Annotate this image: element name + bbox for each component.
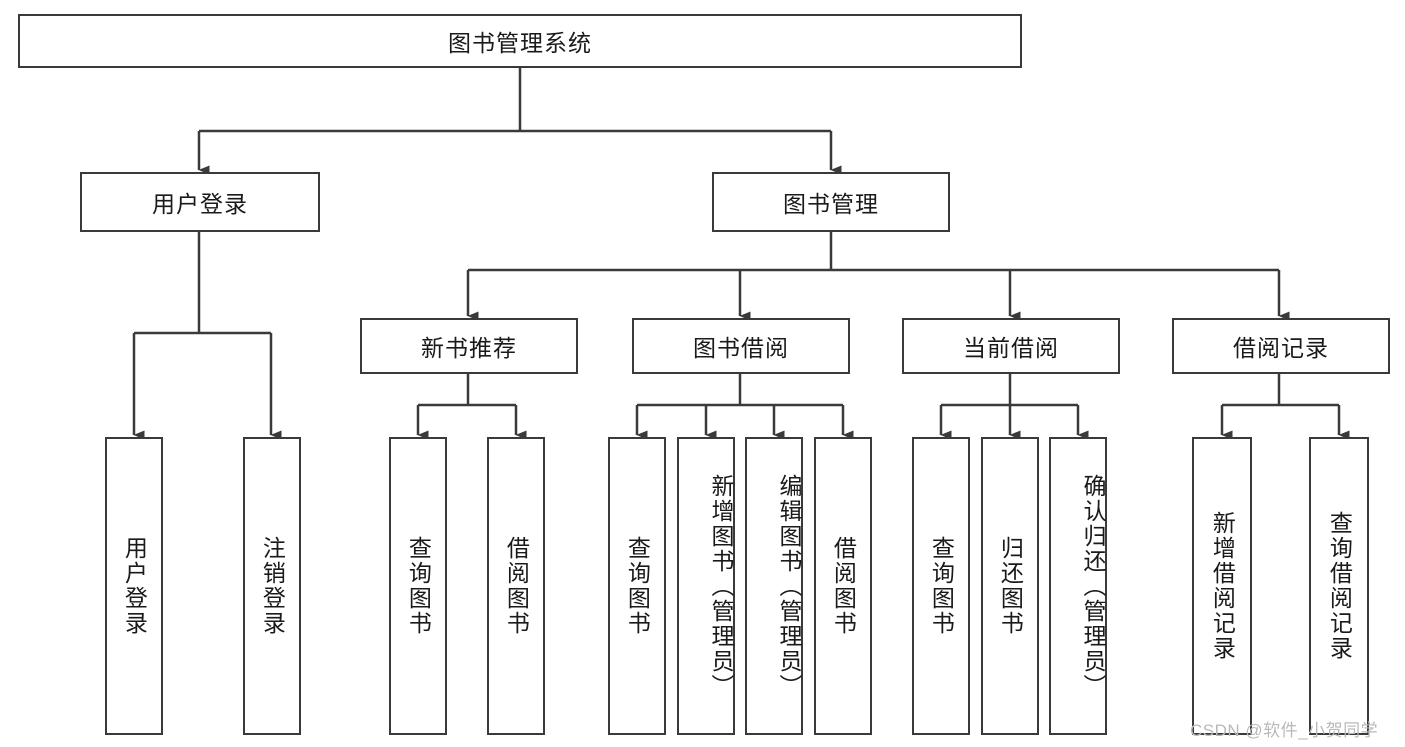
node-book-borrow[interactable]: 图书借阅	[632, 318, 850, 374]
leaf-query-record-label: 查询借阅记录	[1326, 511, 1353, 661]
leaf-edit-book-label: 编辑图书（管理员）	[776, 473, 802, 699]
leaf-query-book-1-label: 查询图书	[405, 536, 432, 636]
node-user-login-label: 用户登录	[152, 191, 248, 217]
leaf-borrow-book-2[interactable]: 借阅图书	[814, 437, 872, 735]
leaf-logout[interactable]: 注销登录	[243, 437, 301, 735]
leaf-user-login-label: 用户登录	[121, 536, 148, 636]
leaf-query-book-1[interactable]: 查询图书	[389, 437, 447, 735]
leaf-confirm-return[interactable]: 确认归还（管理员）	[1049, 437, 1107, 735]
node-current-borrow-label: 当前借阅	[963, 335, 1059, 361]
node-new-book-rec[interactable]: 新书推荐	[360, 318, 578, 374]
node-book-manage-label: 图书管理	[783, 191, 879, 217]
leaf-borrow-book-1[interactable]: 借阅图书	[487, 437, 545, 735]
leaf-query-book-3[interactable]: 查询图书	[912, 437, 970, 735]
node-root[interactable]: 图书管理系统	[18, 14, 1022, 68]
watermark: CSDN @软件_小贺同学	[1190, 721, 1379, 740]
leaf-query-book-3-label: 查询图书	[928, 536, 955, 636]
leaf-logout-label: 注销登录	[259, 536, 286, 636]
leaf-borrow-book-2-label: 借阅图书	[830, 536, 857, 636]
leaf-edit-book[interactable]: 编辑图书（管理员）	[745, 437, 803, 735]
leaf-user-login[interactable]: 用户登录	[105, 437, 163, 735]
node-current-borrow[interactable]: 当前借阅	[902, 318, 1120, 374]
leaf-add-book-label: 新增图书（管理员）	[708, 473, 734, 699]
node-book-borrow-label: 图书借阅	[693, 335, 789, 361]
node-user-login[interactable]: 用户登录	[80, 172, 320, 232]
leaf-add-record[interactable]: 新增借阅记录	[1192, 437, 1252, 735]
leaf-confirm-return-label: 确认归还（管理员）	[1080, 473, 1106, 699]
leaf-query-book-2-label: 查询图书	[624, 536, 651, 636]
node-root-label: 图书管理系统	[448, 30, 592, 56]
leaf-add-book[interactable]: 新增图书（管理员）	[677, 437, 735, 735]
node-book-manage[interactable]: 图书管理	[712, 172, 950, 232]
leaf-query-book-2[interactable]: 查询图书	[608, 437, 666, 735]
node-borrow-record[interactable]: 借阅记录	[1172, 318, 1390, 374]
node-borrow-record-label: 借阅记录	[1233, 335, 1329, 361]
leaf-borrow-book-1-label: 借阅图书	[503, 536, 530, 636]
node-new-book-rec-label: 新书推荐	[421, 335, 517, 361]
leaf-add-record-label: 新增借阅记录	[1209, 511, 1236, 661]
leaf-return-book[interactable]: 归还图书	[981, 437, 1039, 735]
leaf-query-record[interactable]: 查询借阅记录	[1309, 437, 1369, 735]
leaf-return-book-label: 归还图书	[997, 536, 1024, 636]
